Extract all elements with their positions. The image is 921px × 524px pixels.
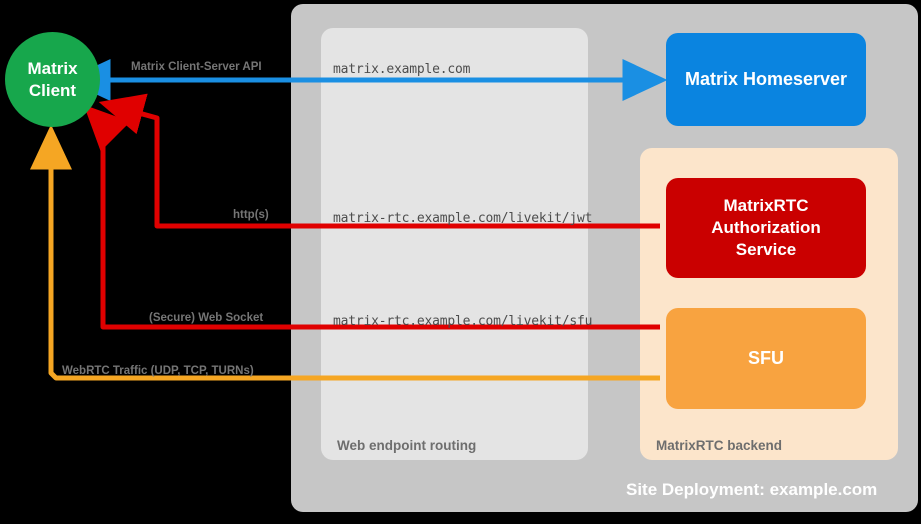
matrixrtc-backend-caption: MatrixRTC backend xyxy=(656,438,783,453)
sfu-label: SFU xyxy=(748,348,784,368)
web-endpoint-routing-caption: Web endpoint routing xyxy=(337,438,477,453)
connector-secure-web-socket xyxy=(83,104,660,330)
label-secure-web-socket: (Secure) Web Socket xyxy=(149,312,264,324)
label-https: http(s) xyxy=(233,209,269,221)
node-sfu[interactable]: SFU xyxy=(666,308,866,409)
label-matrix-client-server-api: Matrix Client-Server API xyxy=(131,61,262,73)
matrix-homeserver-label: Matrix Homeserver xyxy=(684,69,848,89)
connector-webrtc-traffic xyxy=(29,124,660,381)
auth-service-label-line2: Authorization xyxy=(711,218,821,238)
site-deployment-caption: Site Deployment: example.com xyxy=(626,480,878,499)
connector-https-jwt xyxy=(98,93,660,229)
node-matrixrtc-authorization-service[interactable]: MatrixRTC Authorization Service xyxy=(666,178,866,278)
node-matrix-homeserver[interactable]: Matrix Homeserver xyxy=(666,33,866,126)
auth-service-label-line1: MatrixRTC xyxy=(723,196,809,216)
label-webrtc-traffic: WebRTC Traffic (UDP, TCP, TURNs) xyxy=(62,365,254,377)
node-matrix-client[interactable]: Matrix Client xyxy=(5,32,100,127)
endpoint-matrix-example-com: matrix.example.com xyxy=(333,62,471,77)
endpoint-livekit-jwt: matrix-rtc.example.com/livekit/jwt xyxy=(333,211,593,226)
auth-service-label-line3: Service xyxy=(735,239,797,259)
endpoint-livekit-sfu: matrix-rtc.example.com/livekit/sfu xyxy=(333,314,593,329)
matrix-client-label-line1: Matrix xyxy=(27,59,78,79)
matrix-client-label-line2: Client xyxy=(28,80,77,100)
